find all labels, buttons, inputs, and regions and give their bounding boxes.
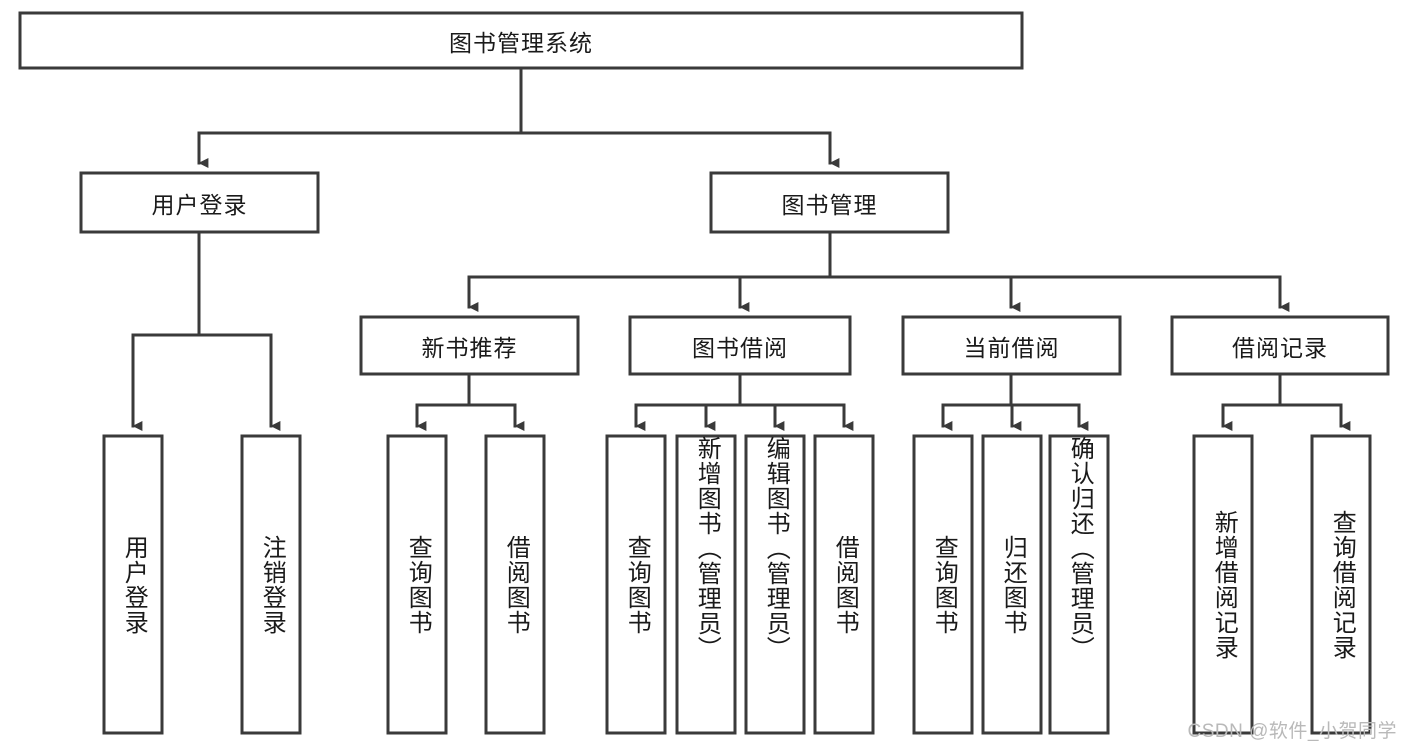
node-book-management-label: 图书管理 — [781, 191, 878, 218]
leaf-box-current-borrow-0[interactable] — [912, 434, 974, 735]
leaf-box-current-borrow-2[interactable] — [1048, 434, 1110, 735]
node-root-label-wrap: 图书管理系统 — [20, 13, 1022, 68]
node-new-book-recommend-label-wrap: 新书推荐 — [361, 317, 578, 374]
leaf-label-wrap-user-login-0: 用户登录 — [104, 436, 162, 733]
node-new-book-recommend-box[interactable] — [359, 315, 580, 376]
leaf-box-book-borrow-0[interactable] — [605, 434, 667, 735]
leaf-label-borrow-record-0: 新增借阅记录 — [1210, 509, 1238, 660]
leaf-label-wrap-current-borrow-1: 归还图书 — [983, 436, 1041, 733]
leaf-label-wrap-book-borrow-3: 借阅图书 — [815, 436, 873, 733]
node-borrow-record-label-wrap: 借阅记录 — [1172, 317, 1388, 374]
leaf-box-book-borrow-1[interactable] — [675, 434, 737, 735]
leaf-label-new-book-1: 借阅图书 — [502, 534, 530, 635]
node-borrow-record-label: 借阅记录 — [1232, 334, 1328, 361]
leaf-box-book-borrow-2[interactable] — [744, 434, 806, 735]
leaf-box-current-borrow-1[interactable] — [981, 434, 1043, 735]
leaf-label-current-borrow-0: 查询图书 — [930, 534, 958, 635]
node-user-login-label-wrap: 用户登录 — [81, 173, 318, 232]
leaf-label-wrap-borrow-record-0: 新增借阅记录 — [1194, 436, 1252, 733]
leaf-label-wrap-new-book-0: 查询图书 — [388, 436, 446, 733]
node-book-borrow-label: 图书借阅 — [692, 334, 788, 361]
leaf-label-user-login-1: 注销登录 — [258, 534, 286, 635]
leaf-label-current-borrow-1: 归还图书 — [999, 534, 1027, 635]
leaf-box-new-book-0[interactable] — [386, 434, 448, 735]
node-book-management-label-wrap: 图书管理 — [711, 173, 948, 232]
node-current-borrow-box[interactable] — [901, 315, 1122, 376]
leaf-label-current-borrow-2: 确认归还（管理员） — [1066, 436, 1094, 661]
leaf-label-wrap-borrow-record-1: 查询借阅记录 — [1312, 436, 1370, 733]
leaf-label-book-borrow-2: 编辑图书（管理员） — [762, 436, 790, 661]
leaf-label-wrap-current-borrow-0: 查询图书 — [914, 436, 972, 733]
leaf-label-wrap-book-borrow-1: 新增图书（管理员） — [677, 436, 735, 733]
leaf-label-new-book-0: 查询图书 — [404, 534, 432, 635]
leaf-label-wrap-book-borrow-0: 查询图书 — [607, 436, 665, 733]
leaf-box-user-login-1[interactable] — [240, 434, 302, 735]
node-root-label: 图书管理系统 — [449, 29, 593, 56]
node-book-borrow-label-wrap: 图书借阅 — [630, 317, 850, 374]
leaf-label-wrap-new-book-1: 借阅图书 — [486, 436, 544, 733]
node-user-login-box[interactable] — [79, 171, 320, 234]
csdn-watermark: CSDN @软件_小贺同学 — [1187, 721, 1397, 742]
node-user-login-label: 用户登录 — [151, 191, 248, 218]
node-current-borrow-label-wrap: 当前借阅 — [903, 317, 1120, 374]
leaf-box-borrow-record-0[interactable] — [1192, 434, 1254, 735]
leaf-label-wrap-user-login-1: 注销登录 — [242, 436, 300, 733]
node-current-borrow-label: 当前借阅 — [963, 334, 1060, 361]
leaf-label-user-login-0: 用户登录 — [120, 534, 148, 635]
leaf-label-book-borrow-0: 查询图书 — [623, 534, 651, 635]
leaf-box-book-borrow-3[interactable] — [813, 434, 875, 735]
leaf-box-new-book-1[interactable] — [484, 434, 546, 735]
leaf-label-borrow-record-1: 查询借阅记录 — [1328, 509, 1356, 660]
node-new-book-recommend-label: 新书推荐 — [421, 334, 518, 361]
leaf-label-book-borrow-3: 借阅图书 — [831, 534, 859, 635]
leaf-box-user-login-0[interactable] — [102, 434, 164, 735]
leaf-label-wrap-current-borrow-2: 确认归还（管理员） — [1050, 436, 1108, 733]
leaf-box-borrow-record-1[interactable] — [1310, 434, 1372, 735]
leaf-label-book-borrow-1: 新增图书（管理员） — [693, 436, 721, 661]
node-root-box[interactable] — [18, 11, 1024, 70]
leaf-label-wrap-book-borrow-2: 编辑图书（管理员） — [746, 436, 804, 733]
